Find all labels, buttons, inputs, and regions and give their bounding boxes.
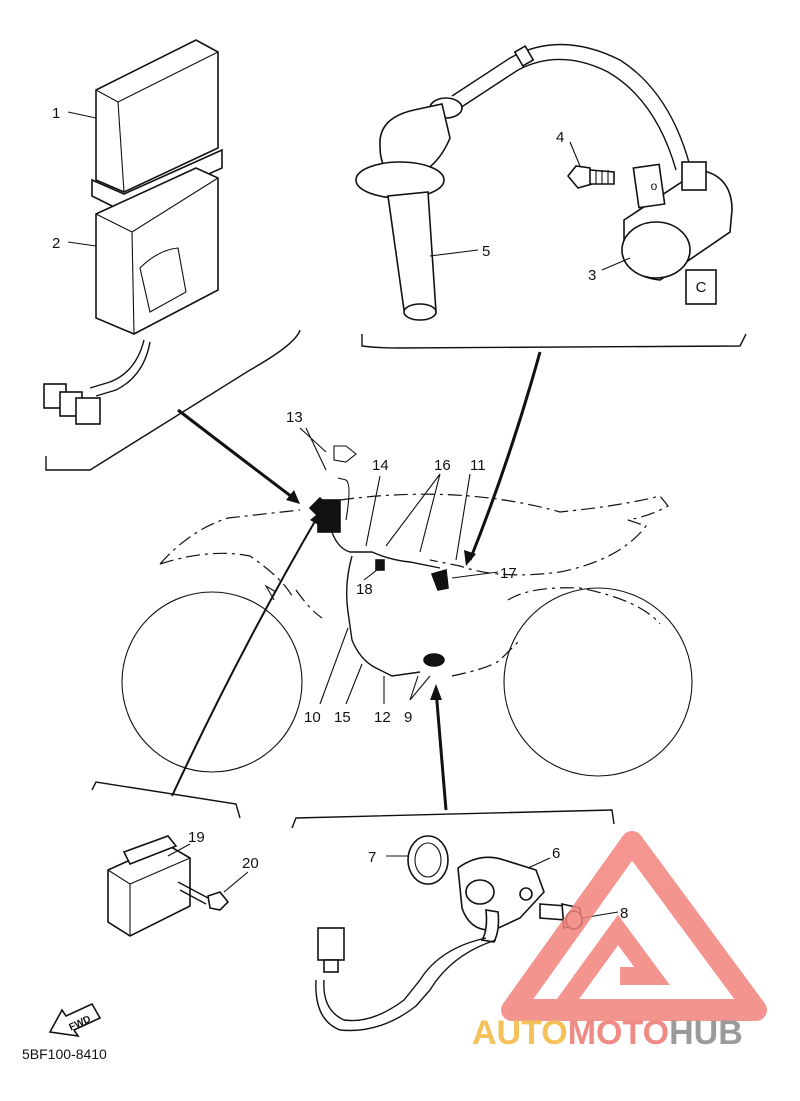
part-code: 5BF100-8410 bbox=[22, 1046, 107, 1062]
motorcycle-outline bbox=[121, 493, 693, 777]
callout-3: 3 bbox=[588, 267, 596, 284]
callout-7: 7 bbox=[368, 849, 376, 866]
callout-2: 2 bbox=[52, 235, 60, 252]
callout-18: 18 bbox=[356, 581, 373, 598]
callout-12: 12 bbox=[374, 709, 391, 726]
callout-numbers: 1 2 3 4 5 6 7 8 9 10 11 12 13 14 15 16 1… bbox=[52, 105, 628, 922]
callout-16: 16 bbox=[434, 457, 451, 474]
coil-group-bracket bbox=[361, 333, 747, 349]
callout-10: 10 bbox=[304, 709, 321, 726]
svg-text:o: o bbox=[651, 179, 658, 193]
regulator-group-bracket bbox=[91, 781, 241, 819]
watermark-logo bbox=[501, 831, 767, 1021]
neutral-switch-drawing bbox=[315, 835, 583, 1032]
callout-13: 13 bbox=[286, 409, 303, 426]
callout-19: 19 bbox=[188, 829, 205, 846]
callout-4: 4 bbox=[556, 129, 564, 146]
wire-harness bbox=[308, 445, 449, 677]
callout-11: 11 bbox=[470, 457, 486, 474]
callout-20: 20 bbox=[242, 855, 259, 872]
fwd-arrow-icon: FWD bbox=[48, 1002, 102, 1038]
callout-14: 14 bbox=[372, 457, 389, 474]
rectifier-regulator-drawing bbox=[107, 835, 230, 937]
svg-text:C: C bbox=[696, 279, 707, 296]
callout-8: 8 bbox=[620, 905, 628, 922]
switch-group-bracket bbox=[291, 809, 615, 829]
watermark-brand: AUTOMOTOHUB bbox=[472, 1014, 743, 1052]
callout-9: 9 bbox=[404, 709, 412, 726]
callout-leaders bbox=[67, 111, 631, 919]
cdi-unit-drawing bbox=[43, 39, 223, 425]
callout-17: 17 bbox=[500, 565, 517, 582]
callout-15: 15 bbox=[334, 709, 351, 726]
ignition-coil-drawing: C o bbox=[355, 43, 733, 321]
callout-1: 1 bbox=[52, 105, 60, 122]
callout-5: 5 bbox=[482, 243, 490, 260]
cdi-group-bracket bbox=[45, 329, 301, 471]
callout-6: 6 bbox=[552, 845, 560, 862]
